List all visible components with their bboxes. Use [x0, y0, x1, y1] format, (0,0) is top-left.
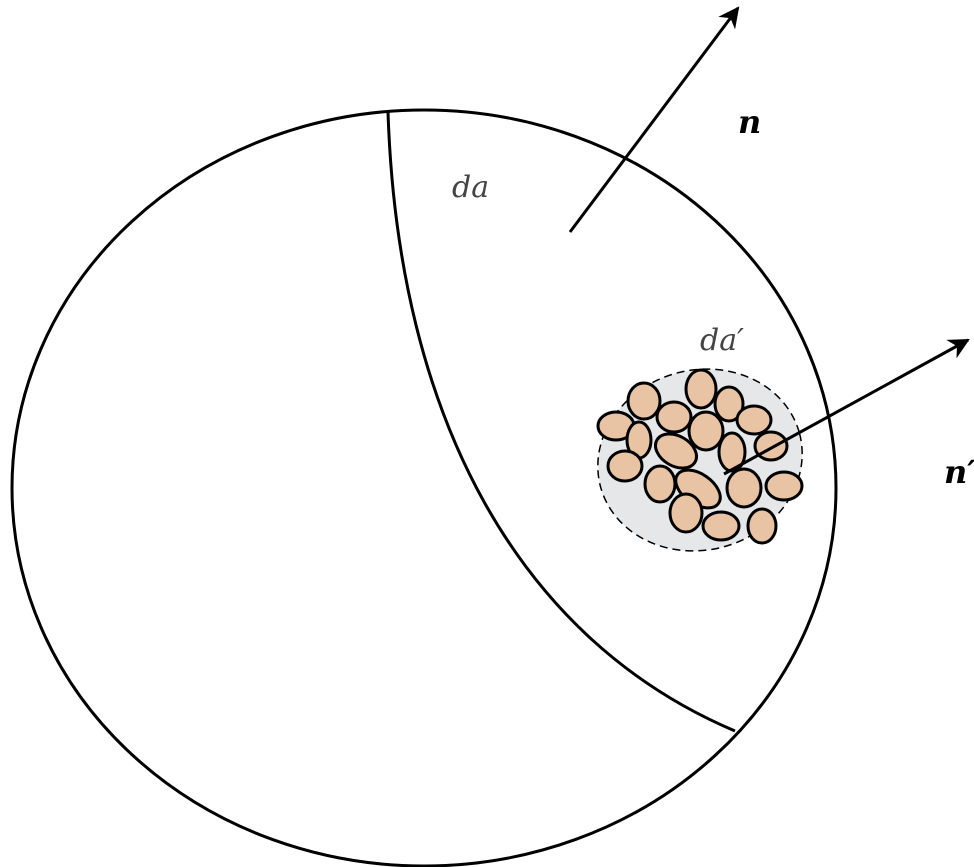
normal-vector-label: n — [738, 103, 761, 141]
grain — [626, 381, 662, 421]
grain — [655, 400, 693, 434]
grain — [684, 368, 718, 410]
grain-group — [596, 368, 804, 545]
subarea-normal-vector-arrow — [723, 338, 970, 476]
grain — [701, 510, 741, 542]
grain — [687, 410, 725, 452]
subarea-normal-vector-label: n′ — [944, 453, 974, 491]
normal-vector-arrow — [568, 6, 740, 233]
grain — [735, 404, 773, 436]
grain — [764, 470, 804, 502]
area-element-label: da — [452, 170, 489, 205]
grain — [654, 432, 698, 470]
subarea-cluster — [596, 368, 804, 552]
grain — [725, 467, 763, 509]
grain — [606, 449, 644, 483]
subarea-element-label: da′ — [700, 323, 744, 358]
body-outline — [10, 108, 838, 867]
grain — [668, 492, 704, 534]
area-boundary-curve — [386, 111, 736, 733]
grain — [713, 385, 745, 423]
grain — [643, 464, 677, 504]
grain — [746, 507, 778, 545]
